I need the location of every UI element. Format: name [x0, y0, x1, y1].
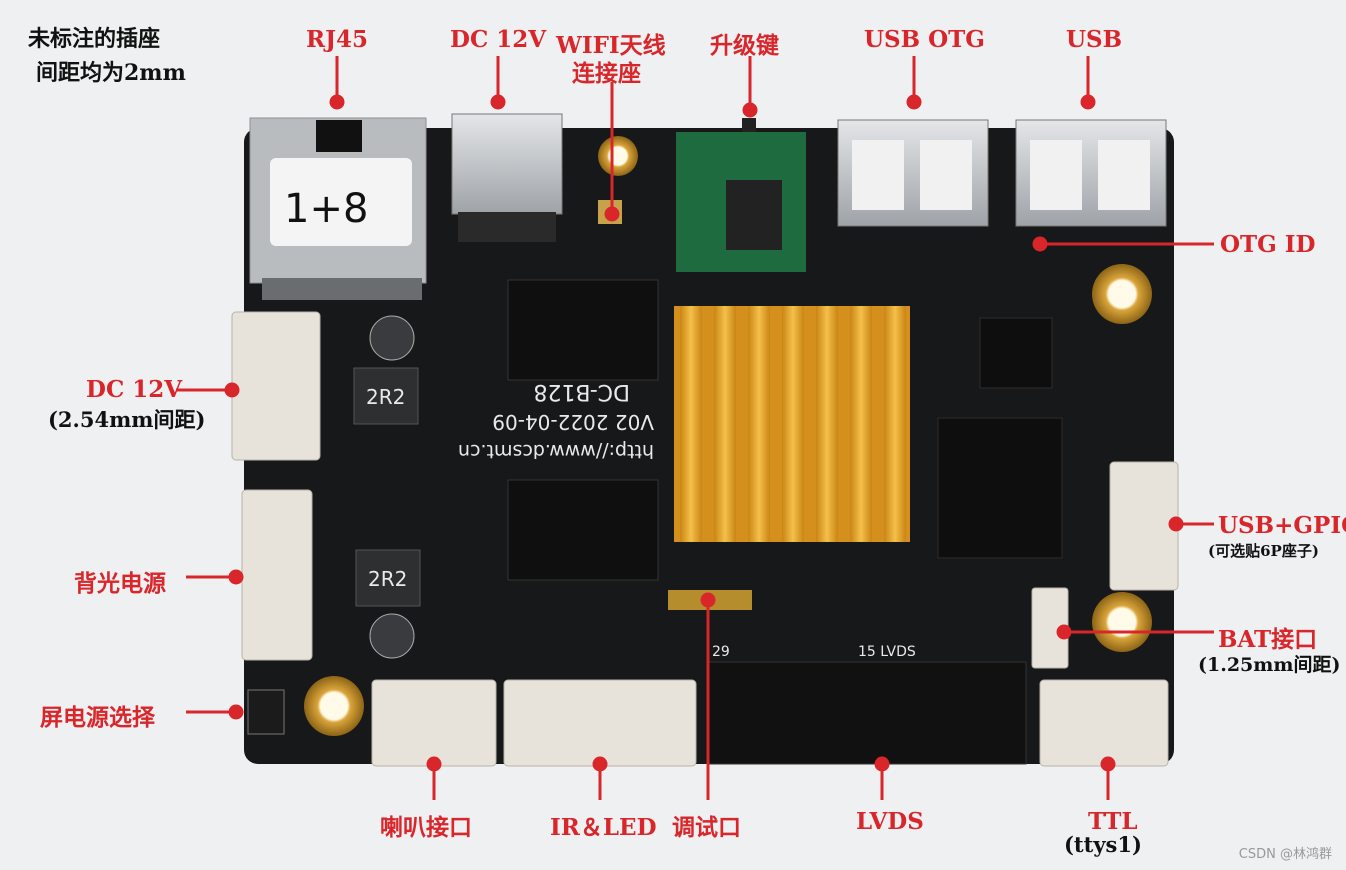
dc-barrel-jack	[451, 113, 563, 242]
ttl-connector	[1039, 679, 1169, 767]
dc12v-connector-left	[231, 311, 321, 461]
usb-gpio-connector	[1109, 461, 1179, 591]
rj45-sticker-text: 1+8	[284, 186, 368, 232]
label-bat-port-sub: (1.25mm间距)	[1198, 654, 1341, 676]
inductor-top-label: 2R2	[366, 385, 405, 409]
rj45-jack: 1+8	[249, 117, 427, 300]
label-otg-id: OTG ID	[1220, 231, 1316, 258]
silk-model: DC-B128	[533, 379, 630, 404]
screen-power-jumper	[247, 689, 285, 735]
backlight-connector	[241, 489, 313, 661]
silk-pin29: 29	[712, 644, 730, 660]
label-ir-led: IR＆LED	[550, 814, 657, 841]
label-ttl: TTL	[1088, 808, 1138, 835]
silk-url: http://www.dcsmt.cn	[458, 440, 654, 462]
label-debug-port: 调试口	[672, 814, 741, 841]
label-dc12v-top: DC 12V	[450, 26, 547, 53]
label-lvds: LVDS	[856, 808, 924, 835]
label-dc12v-left: DC 12V	[86, 376, 183, 403]
speaker-connector	[371, 679, 497, 767]
label-wifi-line2: 连接座	[572, 60, 641, 87]
upgrade-button	[742, 118, 756, 132]
note-block: 未标注的插座 间距均为2mm	[28, 22, 186, 90]
lvds-header	[707, 661, 1027, 765]
callout-lines	[176, 56, 1214, 800]
note-line-2: 间距均为2mm	[36, 60, 186, 86]
silk-version: V02 2022-04-09	[492, 410, 654, 434]
mount-hole-bottom-left	[304, 676, 364, 736]
label-speaker-port: 喇叭接口	[380, 814, 472, 841]
label-usb-gpio-sub: (可选贴6P座子)	[1208, 542, 1319, 560]
watermark: CSDN @林鸿群	[1238, 847, 1332, 862]
usb-otg-port	[837, 119, 989, 227]
heatsink	[674, 306, 910, 542]
label-wifi-line1: WIFI天线	[556, 32, 666, 59]
mount-hole-top	[598, 136, 638, 176]
ram-chip-top	[507, 279, 659, 381]
label-backlight-power: 背光电源	[74, 570, 166, 597]
mount-hole-top-right	[1092, 264, 1152, 324]
label-usb-otg: USB OTG	[864, 26, 985, 53]
pmic-chip	[937, 417, 1063, 559]
inductor-bottom-label: 2R2	[368, 567, 407, 591]
ram-chip-bottom	[507, 479, 659, 581]
silk-lvds: 15 LVDS	[858, 644, 916, 660]
label-bat-port: BAT接口	[1218, 626, 1318, 653]
label-dc12v-left-sub: (2.54mm间距)	[48, 407, 206, 432]
label-usb: USB	[1066, 26, 1123, 53]
label-usb-gpio: USB+GPIO	[1218, 512, 1346, 539]
ir-led-connector	[503, 679, 697, 767]
usb-host-port	[1015, 119, 1167, 227]
label-screen-power-select: 屏电源选择	[40, 704, 155, 731]
label-upgrade-key: 升级键	[710, 32, 779, 59]
label-ttl-sub: (ttys1)	[1064, 832, 1142, 857]
note-line-1: 未标注的插座	[28, 26, 161, 52]
label-rj45: RJ45	[306, 26, 369, 53]
mount-hole-bottom-right	[1092, 592, 1152, 652]
